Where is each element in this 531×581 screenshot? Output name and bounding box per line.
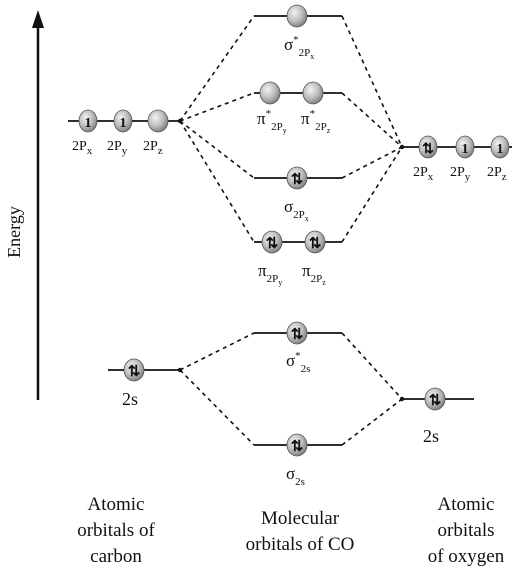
svg-text:⇅: ⇅ xyxy=(429,393,442,409)
oxygen-2py-label: 2Py xyxy=(450,165,471,183)
sigma-star-2s-level: ⇅ σ*2s xyxy=(254,321,342,375)
svg-text:1: 1 xyxy=(462,142,469,157)
pi-2pz-orbital: ⇅ xyxy=(304,230,326,254)
oxygen-caption: Atomic orbitals of oxygen xyxy=(428,494,505,567)
svg-text:⇅: ⇅ xyxy=(309,236,322,252)
pi-2p-level: ⇅ ⇅ π2Py π2Pz xyxy=(254,230,342,287)
svg-text:⇅: ⇅ xyxy=(291,439,304,455)
pi-2py-orbital: ⇅ xyxy=(261,230,283,254)
carbon-caption: Atomic orbitals of carbon xyxy=(77,494,155,567)
svg-text:⇅: ⇅ xyxy=(422,142,434,157)
sigma-2s-level: ⇅ σ2s xyxy=(254,433,342,488)
carbon-2py-label: 2Py xyxy=(107,139,128,157)
oxygen-2px-orbital: ⇅ xyxy=(418,135,438,159)
carbon-2s-label: 2s xyxy=(122,389,138,409)
carbon-2p-level: 1 1 2Px 2Py 2Pz xyxy=(68,109,183,157)
svg-text:⇅: ⇅ xyxy=(291,327,304,343)
oxygen-2p-level: ⇅ 1 1 2Px 2Py 2Pz xyxy=(399,135,512,183)
oxygen-2px-label: 2Px xyxy=(413,165,434,183)
energy-arrowhead xyxy=(32,10,44,28)
carbon-2px-label: 2Px xyxy=(72,139,93,157)
pi-2py-label: π2Py xyxy=(258,261,282,287)
carbon-2s-level: ⇅ 2s xyxy=(108,358,183,409)
carbon-2px-orbital: 1 xyxy=(78,109,98,133)
sigma-2px-level: ⇅ σ2Px xyxy=(254,166,342,223)
sigma-star-2px-level: σ*2Px xyxy=(254,4,342,61)
sigma-star-2px-label: σ*2Px xyxy=(284,34,314,61)
pi-star-2pz-orbital xyxy=(302,81,324,105)
svg-text:orbitals of CO: orbitals of CO xyxy=(246,534,355,555)
oxygen-2pz-label: 2Pz xyxy=(487,165,507,183)
oxygen-2s-label: 2s xyxy=(423,426,439,446)
svg-text:1: 1 xyxy=(497,142,504,157)
pi-star-2p-level: π*2Py π*2Pz xyxy=(254,81,342,135)
svg-text:⇅: ⇅ xyxy=(291,172,304,188)
molecular-caption: Molecular orbitals of CO xyxy=(246,508,355,555)
pi-2pz-label: π2Pz xyxy=(302,261,326,287)
svg-text:1: 1 xyxy=(120,116,127,131)
oxygen-2pz-orbital: 1 xyxy=(490,135,510,159)
svg-text:of oxygen: of oxygen xyxy=(428,546,505,567)
pi-star-2py-orbital xyxy=(259,81,281,105)
correlation-lines xyxy=(179,15,403,446)
carbon-2pz-label: 2Pz xyxy=(143,139,163,157)
sigma-star-2s-label: σ*2s xyxy=(286,350,310,375)
carbon-2py-orbital: 1 xyxy=(113,109,133,133)
svg-text:Atomic: Atomic xyxy=(88,494,145,515)
svg-text:Atomic: Atomic xyxy=(438,494,495,515)
svg-text:⇅: ⇅ xyxy=(128,364,141,380)
svg-text:⇅: ⇅ xyxy=(266,236,279,252)
pi-star-2pz-label: π*2Pz xyxy=(301,108,331,135)
svg-text:1: 1 xyxy=(85,116,92,131)
svg-text:carbon: carbon xyxy=(90,546,142,567)
carbon-2pz-orbital xyxy=(147,109,169,133)
svg-text:orbitals of: orbitals of xyxy=(77,520,155,541)
svg-text:Molecular: Molecular xyxy=(261,508,340,529)
svg-text:orbitals: orbitals xyxy=(438,520,495,541)
sigma-2px-label: σ2Px xyxy=(284,197,309,223)
pi-star-2py-label: π*2Py xyxy=(257,108,287,135)
oxygen-2py-orbital: 1 xyxy=(455,135,475,159)
energy-axis-label: Energy xyxy=(4,206,24,258)
oxygen-2s-level: ⇅ 2s xyxy=(399,387,474,446)
sigma-2s-label: σ2s xyxy=(286,464,305,488)
